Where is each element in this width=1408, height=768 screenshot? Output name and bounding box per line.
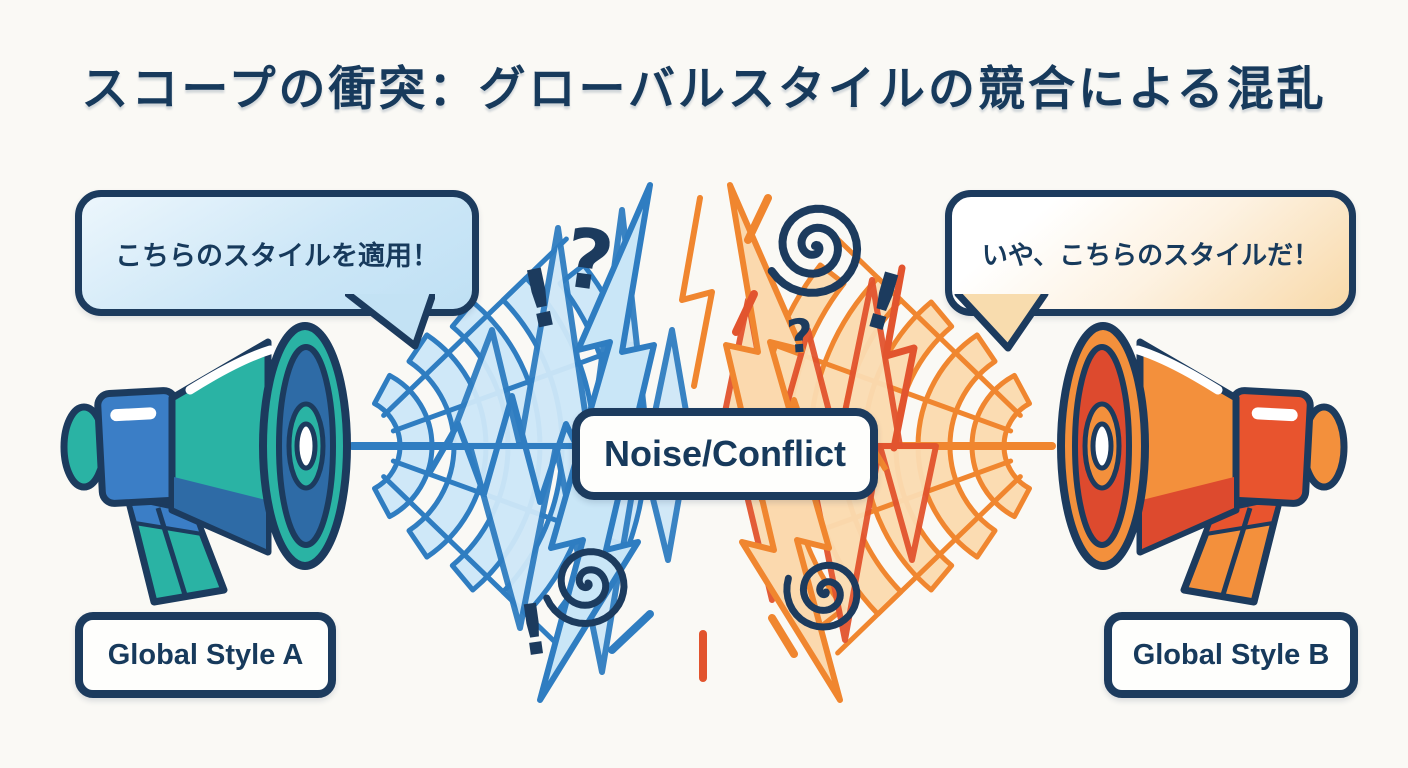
global-style-a-label: Global Style A — [107, 638, 304, 671]
global-style-a-badge: Global Style A — [75, 612, 336, 698]
question-icon: ? — [785, 308, 815, 364]
page-title: スコープの衝突：グローバルスタイルの競合による混乱 — [81, 62, 1327, 115]
speech-bubble-right-text: いや、こちらのスタイルだ！ — [981, 239, 1320, 270]
speech-bubble-left-tail — [345, 294, 435, 350]
global-style-b-label: Global Style B — [1132, 638, 1330, 671]
megaphone-left-icon — [64, 326, 347, 602]
noise-conflict-badge: Noise/Conflict — [572, 408, 878, 500]
speech-bubble-right: いや、こちらのスタイルだ！ — [945, 190, 1356, 316]
noise-conflict-label: Noise/Conflict — [603, 433, 846, 474]
speed-dashes — [608, 194, 798, 682]
speech-bubble-left-text: こちらのスタイルを適用！ — [115, 240, 439, 271]
spiral-icons — [543, 204, 862, 631]
megaphone-right-icon — [1061, 326, 1344, 602]
global-style-b-badge: Global Style B — [1104, 612, 1358, 698]
speech-bubble-right-tail — [954, 294, 1049, 352]
